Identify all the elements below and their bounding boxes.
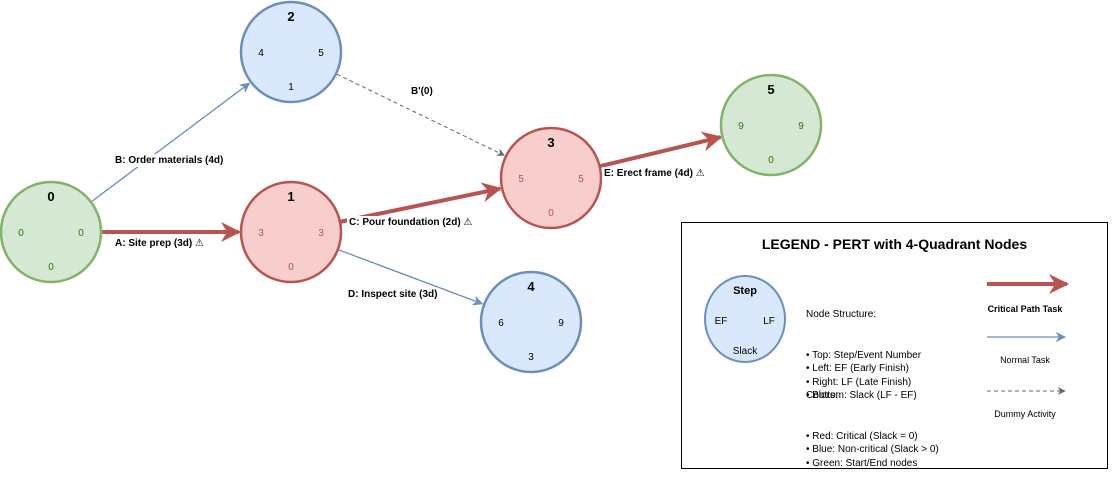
node-slack: 1 (288, 82, 294, 93)
node-1: 1 3 3 0 (239, 180, 343, 284)
node-circle (499, 126, 603, 230)
legend-structure-heading: Node Structure: (806, 309, 877, 320)
node-lf: 9 (798, 121, 804, 132)
node-lf: 5 (578, 174, 584, 185)
node-3: 3 5 5 0 (499, 126, 603, 230)
edge-1-4 (338, 249, 484, 306)
legend-structure-item: • Right: LF (Late Finish) (806, 376, 912, 388)
node-ef: 0 (18, 228, 24, 239)
legend-structure-item: • Left: EF (Early Finish) (806, 363, 909, 374)
legend-sample-node-shape (704, 275, 786, 363)
node-2: 2 4 5 1 (239, 0, 343, 104)
edge-label-1-4: D: Inspect site (3d) (348, 289, 437, 300)
legend-color-item: • Red: Critical (Slack = 0) (806, 430, 918, 442)
node-slack: 0 (548, 208, 554, 219)
edge-label-1-3: C: Pour foundation (2d) ⚠ (349, 217, 472, 228)
legend: LEGEND - PERT with 4-Quadrant Nodes Step… (681, 222, 1108, 469)
legend-normal-label: Normal Task (1000, 355, 1050, 365)
node-ef: 3 (258, 228, 264, 239)
legend-structure-item: • Top: Step/Event Number (806, 349, 922, 361)
legend-arrows (987, 274, 1069, 395)
node-step: 0 (47, 189, 54, 204)
node-slack: 3 (528, 352, 534, 363)
legend-sample-ef: EF (715, 316, 728, 327)
node-4: 4 6 9 3 (479, 270, 583, 374)
edge-label-bg (409, 85, 435, 98)
node-step: 2 (287, 9, 294, 24)
node-circle (0, 180, 103, 284)
node-step: 3 (547, 135, 554, 150)
node-5: 5 9 9 0 (719, 73, 823, 177)
edge-labels-layer: A: Site prep (3d) ⚠ B: Order materials (4… (113, 85, 707, 301)
edge-0-2 (91, 82, 251, 202)
node-lf: 3 (318, 228, 324, 239)
edge-3-5 (600, 131, 723, 168)
legend-dummy-label: Dummy Activity (994, 409, 1056, 419)
legend-sample-node: Step EF LF Slack (704, 275, 786, 363)
node-step: 1 (287, 189, 294, 204)
legend-color-item: • Blue: Non-critical (Slack > 0) (806, 444, 939, 455)
node-slack: 0 (288, 262, 294, 273)
node-step: 4 (527, 279, 535, 294)
edge-label-bg (346, 288, 440, 301)
edge-2-3 (336, 73, 505, 156)
node-slack: 0 (768, 155, 774, 166)
edge-label-2-3: B'(0) (411, 86, 433, 97)
edge-label-0-1: A: Site prep (3d) ⚠ (115, 238, 204, 249)
edge-label-bg (113, 237, 207, 250)
edge-label-0-2: B: Order materials (4d) (115, 155, 223, 166)
node-lf: 9 (558, 318, 564, 329)
edge-label-bg (347, 216, 475, 229)
node-ef: 6 (498, 318, 504, 329)
node-ef: 5 (518, 174, 524, 185)
edges-layer (91, 73, 723, 306)
legend-sample-step: Step (733, 285, 757, 297)
legend-critical-label: Critical Path Task (987, 304, 1063, 314)
edge-label-3-5: E: Erect frame (4d) ⚠ (604, 168, 705, 179)
nodes-layer: 0 0 0 0 1 3 3 0 2 4 5 1 3 5 5 0 4 6 9 3 5 9 9 0 (0, 0, 823, 374)
legend-structure-item: • Bottom: Slack (LF - EF) (806, 390, 917, 401)
node-circle (239, 0, 343, 104)
edge-label-bg (113, 154, 226, 167)
node-0: 0 0 0 0 (0, 180, 103, 284)
node-lf: 0 (78, 228, 84, 239)
node-circle (239, 180, 343, 284)
legend-colors: Colors: • Red: Critical (Slack = 0) • Blu… (806, 362, 939, 470)
legend-sample-lf: LF (763, 316, 775, 327)
legend-color-item: • Green: Start/End nodes (806, 457, 918, 469)
legend-colors-heading: Colors: (806, 390, 838, 401)
node-ef: 4 (258, 48, 264, 59)
node-slack: 0 (48, 262, 54, 273)
legend-title: LEGEND - PERT with 4-Quadrant Nodes (761, 236, 1028, 252)
legend-node-structure: Node Structure: • Top: Step/Event Number… (806, 281, 921, 403)
node-circle (479, 270, 583, 374)
edge-label-bg (602, 167, 707, 180)
node-lf: 5 (318, 48, 324, 59)
node-step: 5 (767, 82, 774, 97)
node-circle (719, 73, 823, 177)
node-ef: 9 (738, 121, 744, 132)
legend-sample-slack: Slack (733, 346, 758, 357)
